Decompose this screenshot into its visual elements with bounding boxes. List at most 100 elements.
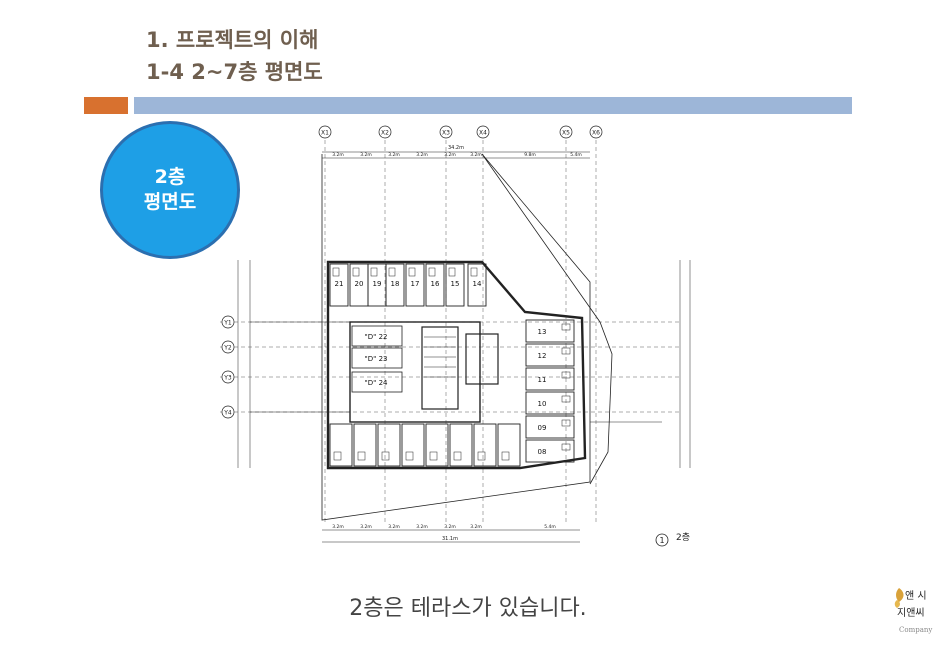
- room-number: 11: [538, 376, 547, 384]
- room-number: 14: [473, 280, 482, 288]
- room-number: 20: [355, 280, 364, 288]
- room-unit-top: [385, 263, 405, 307]
- grid-label-top: X3: [442, 130, 450, 137]
- room-number: 12: [538, 352, 547, 360]
- dimension-label-bottom: 3.2m: [444, 524, 456, 530]
- grid-bubble-left: [221, 370, 235, 384]
- dimension-total-top: 34.2m: [448, 145, 464, 151]
- logo-text-line-2: 지앤씨: [897, 608, 925, 619]
- dimension-label-top: 3.2m: [444, 152, 456, 158]
- grid-bubble-top: [439, 125, 453, 139]
- room-unit-bottom: [449, 423, 473, 467]
- dimension-label-top: 3.2m: [332, 152, 344, 158]
- floor-badge: 2층 평면도: [100, 121, 240, 259]
- bathroom-fixture: [429, 451, 438, 461]
- grid-label-top: X4: [479, 130, 487, 137]
- logo-text-line-3: Company: [899, 626, 933, 634]
- grid-bubble-left: [221, 340, 235, 354]
- bathroom-fixture: [470, 267, 478, 277]
- room-unit-right: [525, 391, 575, 415]
- room-unit-center: [351, 371, 403, 393]
- grid-bubble-top: [378, 125, 392, 139]
- title-line-2: 1-4 2~7층 평면도: [146, 60, 323, 84]
- bathroom-fixture: [405, 451, 414, 461]
- dimension-label-bottom: 5.4m: [544, 524, 556, 530]
- grid-bubble-top: [559, 125, 573, 139]
- grid-label-left: Y4: [223, 410, 232, 417]
- grid-label-left: Y3: [223, 375, 232, 382]
- room-unit-bottom: [401, 423, 425, 467]
- dimension-label-bottom: 3.2m: [388, 524, 400, 530]
- room-unit-top: [425, 263, 445, 307]
- room-unit-top: [445, 263, 465, 307]
- accent-bar-orange: [84, 97, 128, 114]
- room-number: "D" 24: [365, 379, 389, 387]
- grid-label-left: Y1: [223, 320, 232, 327]
- caption-text: 2층은 테라스가 있습니다.: [349, 596, 587, 621]
- floor-badge-line-1: 2층: [154, 166, 186, 188]
- plan-static-lines: [237, 151, 691, 543]
- room-unit-right: [525, 319, 575, 343]
- room-unit-center: [351, 347, 403, 369]
- dimension-total-bottom: 31.1m: [442, 536, 458, 542]
- leaf-icon: [896, 588, 904, 602]
- bathroom-fixture: [561, 419, 571, 427]
- grid-label-top: X1: [321, 130, 329, 137]
- logo-text-line-1: 앤 시: [905, 591, 927, 602]
- room-number: 19: [373, 280, 382, 288]
- dimension-label-top: 3.2m: [470, 152, 482, 158]
- room-unit-bottom: [377, 423, 401, 467]
- grid-bubble-left: [221, 315, 235, 329]
- dimension-label-bottom: 3.2m: [416, 524, 428, 530]
- room-unit-bottom: [329, 423, 353, 467]
- room-number: 13: [538, 328, 547, 336]
- bathroom-fixture: [561, 395, 571, 403]
- room-number: 15: [451, 280, 460, 288]
- room-number: 09: [538, 424, 547, 432]
- room-unit-bottom: [353, 423, 377, 467]
- floor-badge-line-2: 평면도: [143, 191, 197, 213]
- room-unit-right: [525, 439, 575, 463]
- bathroom-fixture: [381, 451, 390, 461]
- bathroom-fixture: [352, 267, 360, 277]
- sheet-number: 1: [659, 536, 664, 545]
- bathroom-fixture: [561, 323, 571, 331]
- room-unit-bottom: [425, 423, 449, 467]
- bathroom-fixture: [370, 267, 378, 277]
- sheet-number-bubble: [655, 533, 669, 547]
- bathroom-fixture: [388, 267, 396, 277]
- room-number: 18: [391, 280, 400, 288]
- room-unit-bottom: [497, 423, 521, 467]
- bathroom-fixture: [357, 451, 366, 461]
- company-logo-mark: [894, 588, 904, 608]
- grid-bubble-left: [221, 405, 235, 419]
- grid-label-top: X5: [562, 130, 570, 137]
- bathroom-fixture: [453, 451, 462, 461]
- room-number: 17: [411, 280, 420, 288]
- dimension-label-top: 3.2m: [360, 152, 372, 158]
- grid-lines-layer: [220, 140, 680, 522]
- grid-bubble-top: [476, 125, 490, 139]
- dimension-label-bottom: 3.2m: [360, 524, 372, 530]
- room-unit-top: [405, 263, 425, 307]
- room-unit-top: [467, 263, 487, 307]
- grid-bubble-top: [318, 125, 332, 139]
- bathroom-fixture: [428, 267, 436, 277]
- grid-bubble-top: [589, 125, 603, 139]
- grid-label-left: Y2: [223, 345, 232, 352]
- leaf-icon-small: [894, 600, 900, 608]
- room-unit-right: [525, 343, 575, 367]
- slide-title: 1. 프로젝트의 이해 1-4 2~7층 평면도: [146, 24, 323, 88]
- dimension-label-bottom: 3.2m: [470, 524, 482, 530]
- dimension-label-top: 5.4m: [570, 152, 582, 158]
- grid-label-top: X6: [592, 130, 600, 137]
- dimension-label-top: 3.2m: [416, 152, 428, 158]
- bathroom-fixture: [448, 267, 456, 277]
- dimension-label-top: 9.8m: [524, 152, 536, 158]
- sheet-label-layer: 1 2층: [655, 532, 690, 547]
- room-unit-bottom: [473, 423, 497, 467]
